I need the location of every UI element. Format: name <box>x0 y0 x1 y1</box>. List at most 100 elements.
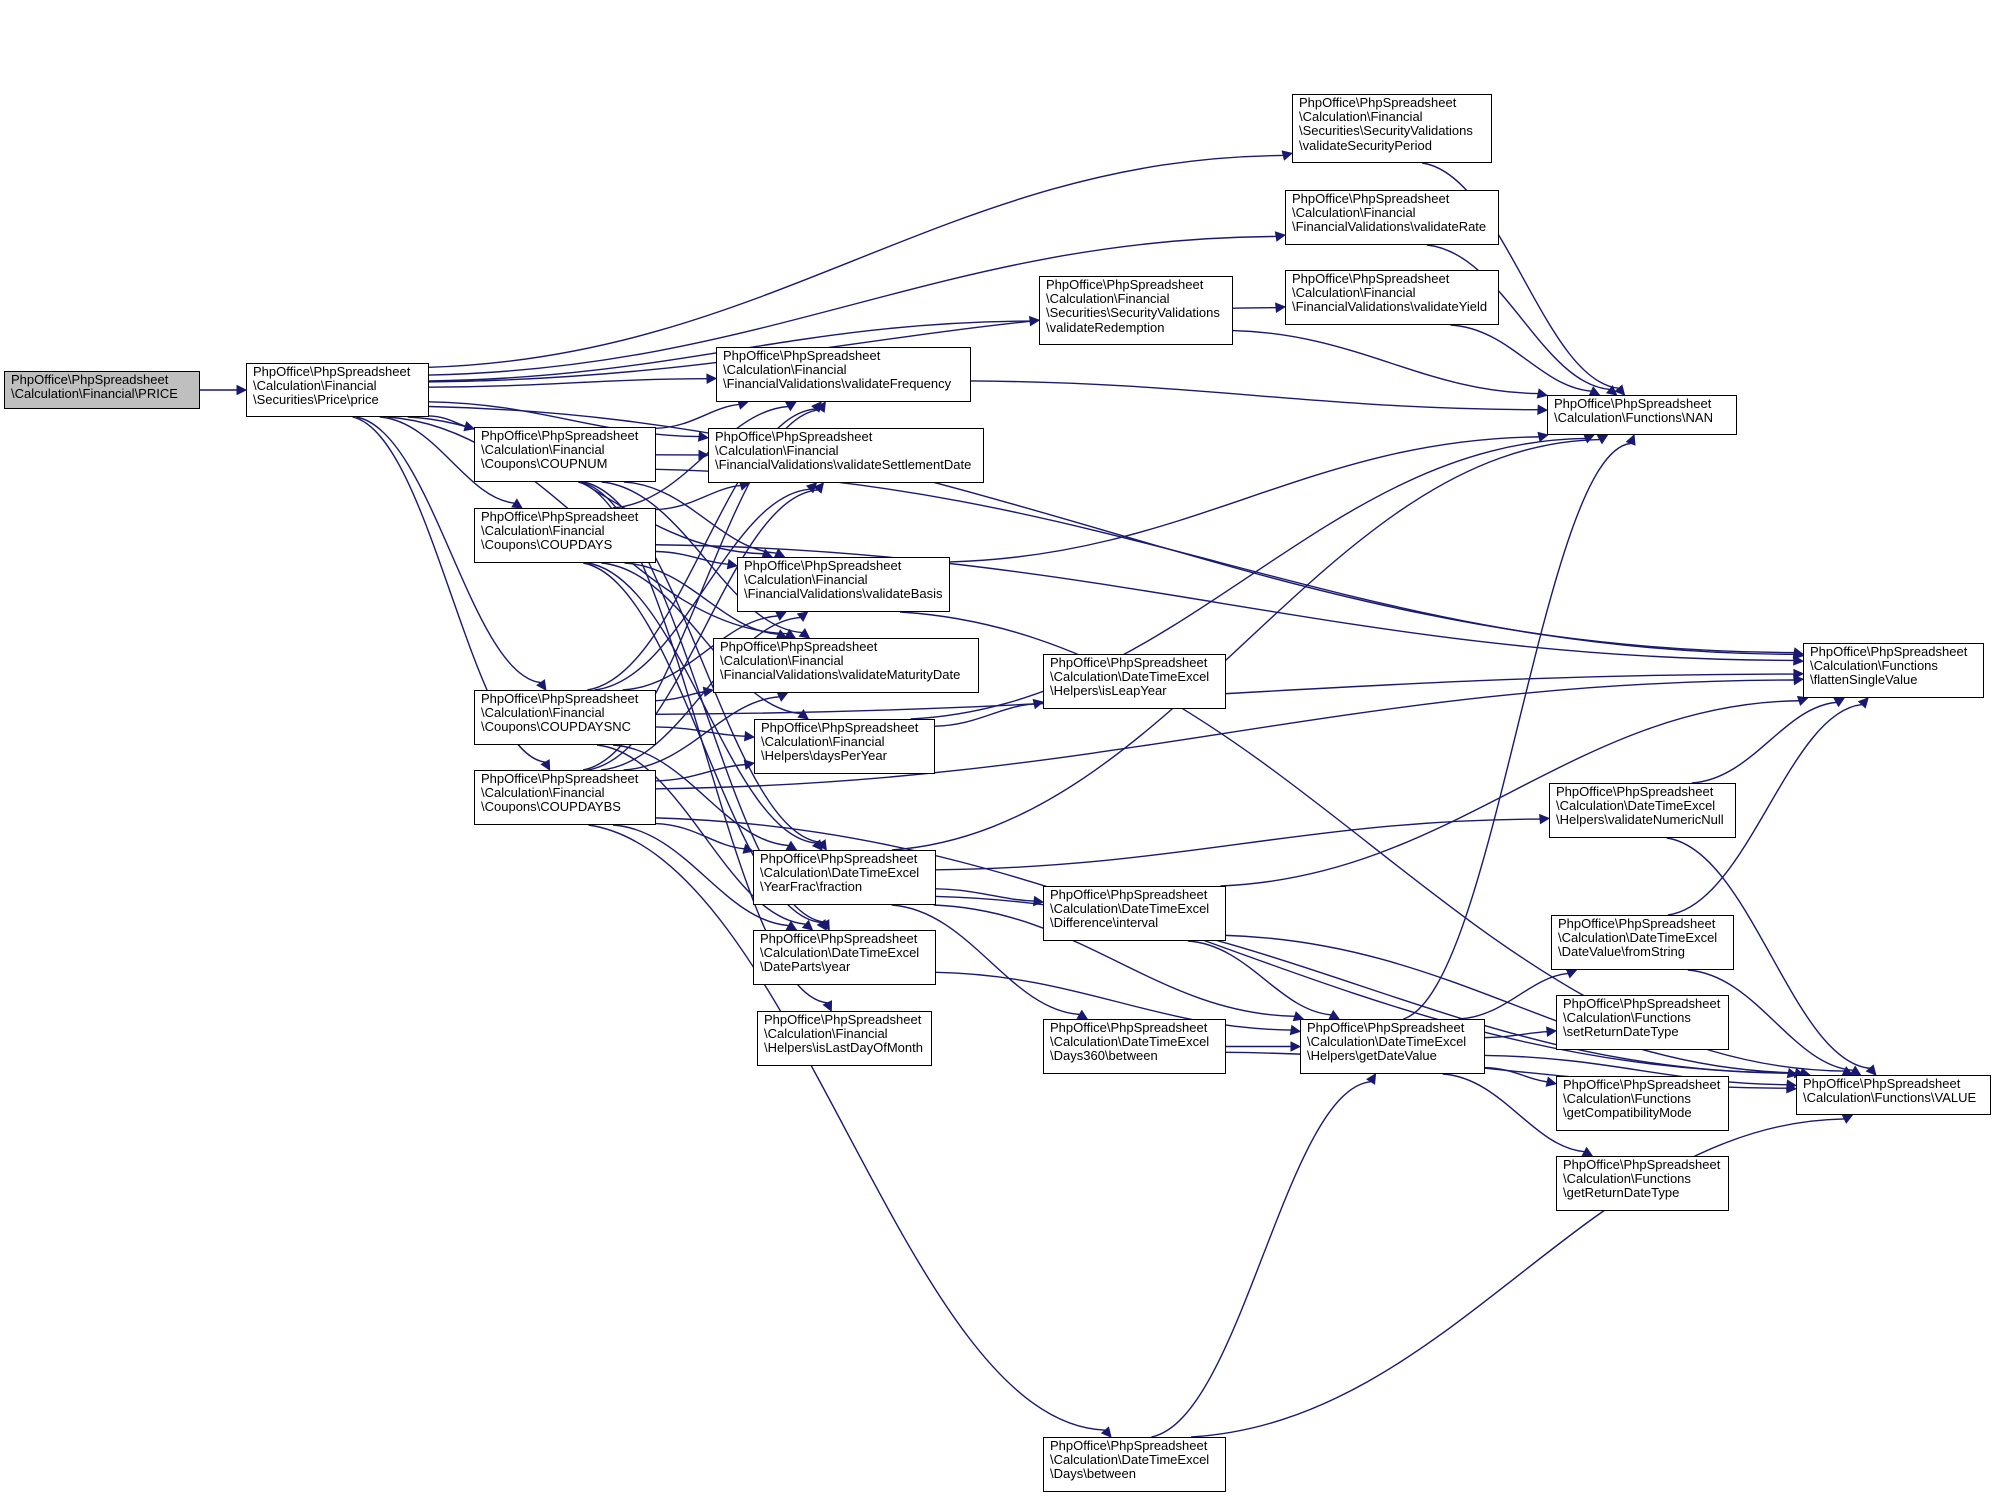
node-line: \Calculation\Financial <box>744 572 868 588</box>
node-line: PhpOffice\PhpSpreadsheet <box>1563 1157 1721 1172</box>
node-line: PhpOffice\PhpSpreadsheet <box>1046 277 1204 292</box>
edge-validateBasis-to-nan <box>949 436 1539 563</box>
arrowhead-interval-to-flattenSingleValue <box>1796 695 1809 706</box>
node-line: PhpOffice\PhpSpreadsheet <box>481 691 639 706</box>
node-is-last-day-of-month[interactable]: PhpOffice\PhpSpreadsheet\Calculation\Fin… <box>757 1011 932 1066</box>
node-line: \Calculation\DateTimeExcel <box>1050 1452 1210 1468</box>
node-coupnum[interactable]: PhpOffice\PhpSpreadsheet\Calculation\Fin… <box>474 427 656 482</box>
edge-coupdays-to-flattenSingleValue <box>655 544 1795 662</box>
arrowhead-coupnum-to-isLastDayOfMonth <box>822 1000 833 1013</box>
edge-price-to-coupdays <box>379 416 515 504</box>
arrowhead-coupdaybs-to-validateMaturityDate <box>776 692 789 702</box>
node-days-between[interactable]: PhpOffice\PhpSpreadsheet\Calculation\Dat… <box>1043 1437 1226 1492</box>
edge-coupdays-to-validateMaturityDate <box>624 562 779 635</box>
edge-coupdays-to-validateSettlementDate <box>655 484 741 511</box>
node-line: \Securities\SecurityValidations <box>1299 123 1473 139</box>
edge-coupdaybs-to-flattenSingleValue <box>655 679 1795 790</box>
arrowhead-coupnum-to-validateMaturityDate <box>798 628 811 639</box>
edge-coupdaysnc-to-validateFrequency <box>587 408 816 691</box>
node-line: PhpOffice\PhpSpreadsheet <box>481 771 639 786</box>
node-line: \Calculation\Financial <box>1292 285 1416 301</box>
node-line: \FinancialValidations\validateRate <box>1292 219 1487 235</box>
node-get-date-value[interactable]: PhpOffice\PhpSpreadsheet\Calculation\Dat… <box>1300 1019 1485 1074</box>
node-coupdaybs[interactable]: PhpOffice\PhpSpreadsheet\Calculation\Fin… <box>474 770 656 825</box>
node-validate-yield[interactable]: PhpOffice\PhpSpreadsheet\Calculation\Fin… <box>1285 270 1499 325</box>
node-functions-value[interactable]: PhpOffice\PhpSpreadsheet\Calculation\Fun… <box>1796 1075 1991 1115</box>
node-is-leap-year[interactable]: PhpOffice\PhpSpreadsheet\Calculation\Dat… <box>1043 654 1226 709</box>
edge-daysbetween-to-getDateValue <box>1151 1080 1371 1438</box>
node-coupdaysnc[interactable]: PhpOffice\PhpSpreadsheet\Calculation\Fin… <box>474 690 656 745</box>
node-line: \Calculation\Financial <box>481 523 605 539</box>
node-line: \Calculation\Functions <box>1563 1171 1691 1187</box>
node-line: PhpOffice\PhpSpreadsheet <box>1050 655 1208 670</box>
node-yearfrac-fraction[interactable]: PhpOffice\PhpSpreadsheet\Calculation\Dat… <box>753 850 936 905</box>
arrowhead-coupdaysnc-to-year <box>801 919 814 931</box>
node-validate-maturity-date[interactable]: PhpOffice\PhpSpreadsheet\Calculation\Fin… <box>713 638 979 693</box>
edge-coupnum-to-flattenSingleValue <box>655 468 1795 656</box>
node-validate-numeric-null[interactable]: PhpOffice\PhpSpreadsheet\Calculation\Dat… <box>1549 783 1736 838</box>
edge-validateFrequency-to-nan <box>970 380 1539 411</box>
arrowhead-coupdaybs-to-daysPerYear <box>743 759 756 770</box>
node-line: \Calculation\DateTimeExcel <box>760 865 920 881</box>
node-days360-between[interactable]: PhpOffice\PhpSpreadsheet\Calculation\Dat… <box>1043 1019 1226 1074</box>
node-line: PhpOffice\PhpSpreadsheet <box>1554 396 1712 411</box>
node-difference-interval[interactable]: PhpOffice\PhpSpreadsheet\Calculation\Dat… <box>1043 886 1226 941</box>
arrowhead-getDateValue-to-nan <box>1625 433 1636 446</box>
edge-fromString-to-value <box>1687 969 1853 1072</box>
node-line: \Calculation\Functions\NAN <box>1554 410 1713 426</box>
node-line: \Calculation\DateTimeExcel <box>1050 901 1210 917</box>
node-coupdays[interactable]: PhpOffice\PhpSpreadsheet\Calculation\Fin… <box>474 508 656 563</box>
edge-price-to-validateRate <box>428 235 1277 376</box>
arrowhead-coupdays-to-year <box>816 919 827 931</box>
arrowhead-price-to-validateRate <box>1274 231 1287 242</box>
edge-coupnum-to-validateFrequency <box>655 403 740 430</box>
arrowhead-coupdaybs-to-daysbetween <box>1100 1426 1112 1438</box>
arrowhead-coupdaybs-to-year <box>785 920 798 931</box>
arrowhead-interval-to-getDateValue <box>1328 1009 1341 1020</box>
node-datevalue-from-string[interactable]: PhpOffice\PhpSpreadsheet\Calculation\Dat… <box>1551 915 1734 970</box>
edge-coupnum-to-validateBasis <box>623 481 777 554</box>
arrowhead-coupdaybs-to-validateBasis <box>796 611 809 622</box>
node-validate-settlement-date[interactable]: PhpOffice\PhpSpreadsheet\Calculation\Fin… <box>708 428 984 483</box>
edge-interval-to-value <box>1225 934 1802 1074</box>
node-get-compatibility-mode[interactable]: PhpOffice\PhpSpreadsheet\Calculation\Fun… <box>1556 1076 1729 1131</box>
arrowhead-fraction-to-interval <box>1032 895 1045 907</box>
node-line: \Helpers\daysPerYear <box>761 748 887 764</box>
edge-coupdaysnc-to-flattenSingleValue <box>655 673 1795 715</box>
arrowhead-getDateValue-to-getCompatibilityMode <box>1545 1076 1558 1087</box>
arrowhead-validateRate-to-nan <box>1605 384 1618 396</box>
node-get-return-date-type[interactable]: PhpOffice\PhpSpreadsheet\Calculation\Fun… <box>1556 1156 1729 1211</box>
edge-fraction-to-days360between <box>891 904 1080 1016</box>
edge-daysPerYear-to-isLeapYear <box>934 703 1035 727</box>
arrowhead-coupdaysnc-to-validateBasis <box>775 611 787 621</box>
node-days-per-year[interactable]: PhpOffice\PhpSpreadsheet\Calculation\Fin… <box>754 719 935 774</box>
node-financial-price[interactable]: PhpOffice\PhpSpreadsheet\Calculation\Fin… <box>4 371 200 409</box>
edge-price-to-validateFrequency <box>428 377 708 388</box>
node-line: \Calculation\Functions\VALUE <box>1803 1090 1977 1106</box>
node-validate-rate[interactable]: PhpOffice\PhpSpreadsheet\Calculation\Fin… <box>1285 190 1499 245</box>
node-line: \Calculation\Functions <box>1810 658 1938 674</box>
node-dateparts-year[interactable]: PhpOffice\PhpSpreadsheet\Calculation\Dat… <box>753 930 936 985</box>
arrowhead-fraction-to-getDateValue <box>1292 1011 1305 1022</box>
node-functions-nan[interactable]: PhpOffice\PhpSpreadsheet\Calculation\Fun… <box>1547 395 1737 435</box>
node-validate-redemption[interactable]: PhpOffice\PhpSpreadsheet\Calculation\Fin… <box>1039 276 1233 345</box>
node-line: \Coupons\COUPDAYSNC <box>481 719 632 735</box>
edge-price-to-coupdaysnc <box>356 416 541 684</box>
node-flatten-single-value[interactable]: PhpOffice\PhpSpreadsheet\Calculation\Fun… <box>1803 643 1984 698</box>
arrowhead-validateSecurityPeriod-to-nan <box>1614 384 1626 396</box>
node-securities-price[interactable]: PhpOffice\PhpSpreadsheet\Calculation\Fin… <box>246 363 429 417</box>
edge-validateNumericNull-to-value <box>1666 837 1870 1069</box>
arrowhead-fraction-to-days360between <box>1076 1009 1089 1020</box>
node-validate-security-period[interactable]: PhpOffice\PhpSpreadsheet\Calculation\Fin… <box>1292 94 1492 163</box>
node-validate-basis[interactable]: PhpOffice\PhpSpreadsheet\Calculation\Fin… <box>737 557 950 612</box>
node-line: \Calculation\DateTimeExcel <box>760 945 920 961</box>
edge-validateRedemption-to-nan <box>1232 329 1539 395</box>
edge-coupdaybs-to-validateSettlementDate <box>587 489 818 771</box>
arrowhead-price-to-coupdaysnc <box>536 679 547 691</box>
node-set-return-date-type[interactable]: PhpOffice\PhpSpreadsheet\Calculation\Fun… <box>1556 995 1729 1050</box>
node-line: \FinancialValidations\validateFrequency <box>723 376 952 392</box>
arrowhead-coupdays-to-flattenSingleValue <box>1793 655 1805 666</box>
node-validate-frequency[interactable]: PhpOffice\PhpSpreadsheet\Calculation\Fin… <box>716 347 971 402</box>
edge-price-to-validateSettlementDate <box>428 401 700 438</box>
